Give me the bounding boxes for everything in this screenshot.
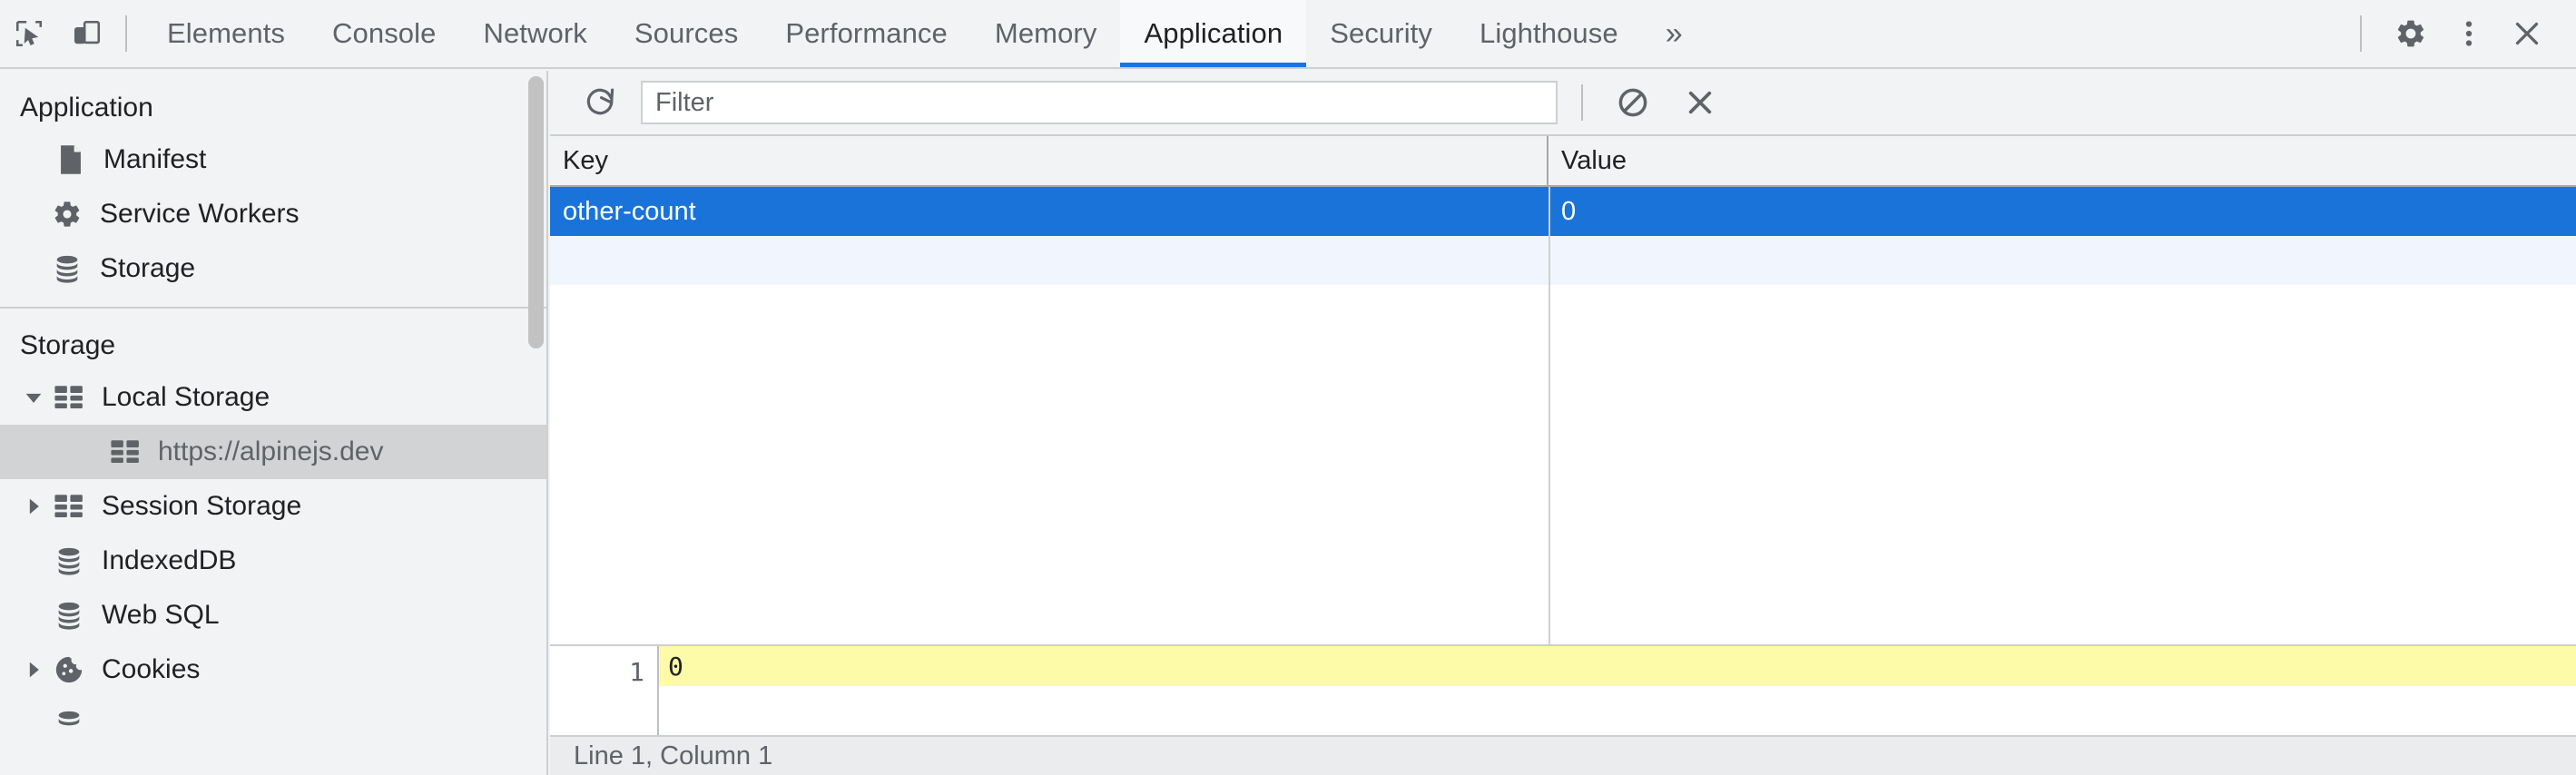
- cookie-icon: [49, 654, 89, 685]
- sidebar-divider: [0, 307, 546, 309]
- tab-console[interactable]: Console: [309, 0, 459, 67]
- table-header-row: Key Value: [550, 136, 2576, 187]
- close-icon[interactable]: [2498, 5, 2556, 63]
- sidebar-item-partial[interactable]: [0, 697, 546, 751]
- sidebar-item-storage[interactable]: Storage: [0, 241, 546, 296]
- three-dot-menu-icon[interactable]: [2440, 5, 2498, 63]
- tab-label: Network: [483, 17, 587, 49]
- sidebar-item-label: Session Storage: [102, 491, 302, 521]
- chevron-down-icon[interactable]: [18, 388, 49, 407]
- sidebar-item-label: Storage: [100, 253, 196, 283]
- local-storage-panel: Key Value other-count 0 1 0 Line 1, Colu…: [550, 71, 2576, 775]
- tab-label: Elements: [167, 17, 286, 49]
- tab-label: Console: [332, 17, 437, 49]
- storage-table: Key Value other-count 0: [550, 136, 2576, 644]
- tab-lighthouse[interactable]: Lighthouse: [1456, 0, 1642, 67]
- sidebar-item-label: Manifest: [103, 144, 207, 174]
- database-icon: [49, 600, 89, 631]
- tab-label: Sources: [634, 17, 739, 49]
- sidebar-section-application: Application: [20, 93, 153, 123]
- filter-input[interactable]: [641, 81, 1558, 124]
- more-tabs-label: »: [1665, 15, 1683, 51]
- sidebar-item-web-sql[interactable]: Web SQL: [0, 588, 546, 643]
- table-icon: [49, 493, 89, 520]
- storage-toolbar: [550, 71, 2576, 136]
- toolbar-right-actions: [2340, 0, 2576, 67]
- editor-code-area[interactable]: 0: [659, 646, 2576, 735]
- database-icon: [47, 253, 87, 284]
- sidebar-item-local-storage-origin[interactable]: https://alpinejs.dev: [0, 425, 546, 479]
- delete-icon[interactable]: [1674, 76, 1726, 129]
- cell-key: other-count: [563, 196, 696, 226]
- column-header-value[interactable]: Value: [1561, 145, 1627, 175]
- database-icon: [49, 709, 89, 740]
- chevron-right-icon[interactable]: [18, 661, 49, 679]
- toolbar-divider: [125, 15, 127, 52]
- sidebar-item-cookies[interactable]: Cookies: [0, 643, 546, 697]
- tab-label: Lighthouse: [1480, 17, 1618, 49]
- editor-line-numbers: 1: [550, 646, 659, 735]
- toolbar-right-divider: [2360, 15, 2362, 52]
- sidebar-item-label: https://alpinejs.dev: [158, 437, 384, 466]
- sidebar-item-session-storage[interactable]: Session Storage: [0, 479, 546, 534]
- more-tabs-icon[interactable]: »: [1642, 0, 1706, 67]
- sidebar-item-label: Web SQL: [102, 600, 220, 630]
- editor-line: 0: [659, 646, 2576, 686]
- sidebar-item-indexeddb[interactable]: IndexedDB: [0, 534, 546, 588]
- tab-label: Application: [1144, 17, 1283, 49]
- sidebar-section-storage: Storage: [20, 330, 116, 360]
- sidebar-item-label: Cookies: [102, 654, 201, 684]
- tab-application[interactable]: Application: [1120, 0, 1307, 67]
- column-resizer[interactable]: [1549, 187, 1550, 644]
- gear-icon[interactable]: [2382, 5, 2440, 63]
- cursor-position-label: Line 1, Column 1: [574, 741, 773, 770]
- cell-key-empty: [550, 236, 1549, 285]
- sidebar-item-service-workers[interactable]: Service Workers: [0, 187, 546, 241]
- devtools-tabbar: Elements Console Network Sources Perform…: [0, 0, 2576, 69]
- tab-performance[interactable]: Performance: [762, 0, 971, 67]
- panel-tabs: Elements Console Network Sources Perform…: [143, 0, 1706, 67]
- table-empty-area: [550, 285, 2576, 644]
- refresh-icon[interactable]: [574, 76, 626, 129]
- column-header-key[interactable]: Key: [550, 136, 1549, 185]
- tab-security[interactable]: Security: [1306, 0, 1456, 67]
- sidebar-item-manifest[interactable]: Manifest: [0, 132, 546, 187]
- cell-value-empty: [1549, 236, 2576, 285]
- chevron-right-icon[interactable]: [18, 497, 49, 515]
- editor-status-bar: Line 1, Column 1: [550, 735, 2576, 775]
- sidebar-item-local-storage[interactable]: Local Storage: [0, 370, 546, 425]
- device-toolbar-icon[interactable]: [58, 5, 116, 63]
- sidebar-item-label: Local Storage: [102, 382, 270, 412]
- tab-network[interactable]: Network: [459, 0, 610, 67]
- table-row[interactable]: other-count 0: [550, 187, 2576, 236]
- database-icon: [49, 545, 89, 576]
- sidebar-item-label: IndexedDB: [102, 545, 237, 575]
- toolbar-divider: [1581, 84, 1583, 121]
- tab-sources[interactable]: Sources: [611, 0, 762, 67]
- table-row-empty[interactable]: [550, 236, 2576, 285]
- table-icon: [105, 438, 145, 466]
- tab-elements[interactable]: Elements: [143, 0, 309, 67]
- table-icon: [49, 384, 89, 411]
- tab-label: Performance: [785, 17, 948, 49]
- clear-all-icon[interactable]: [1607, 76, 1659, 129]
- tab-label: Memory: [994, 17, 1097, 49]
- cell-value: 0: [1561, 196, 1577, 226]
- value-preview-editor[interactable]: 1 0: [550, 644, 2576, 735]
- application-sidebar: Application Manifest Service Workers: [0, 71, 548, 775]
- tab-memory[interactable]: Memory: [971, 0, 1121, 67]
- document-icon: [51, 144, 91, 175]
- inspect-cursor-icon[interactable]: [0, 5, 58, 63]
- sidebar-scrollbar[interactable]: [528, 76, 544, 348]
- sidebar-item-label: Service Workers: [100, 199, 300, 229]
- tab-label: Security: [1330, 17, 1433, 49]
- gear-icon: [47, 199, 87, 230]
